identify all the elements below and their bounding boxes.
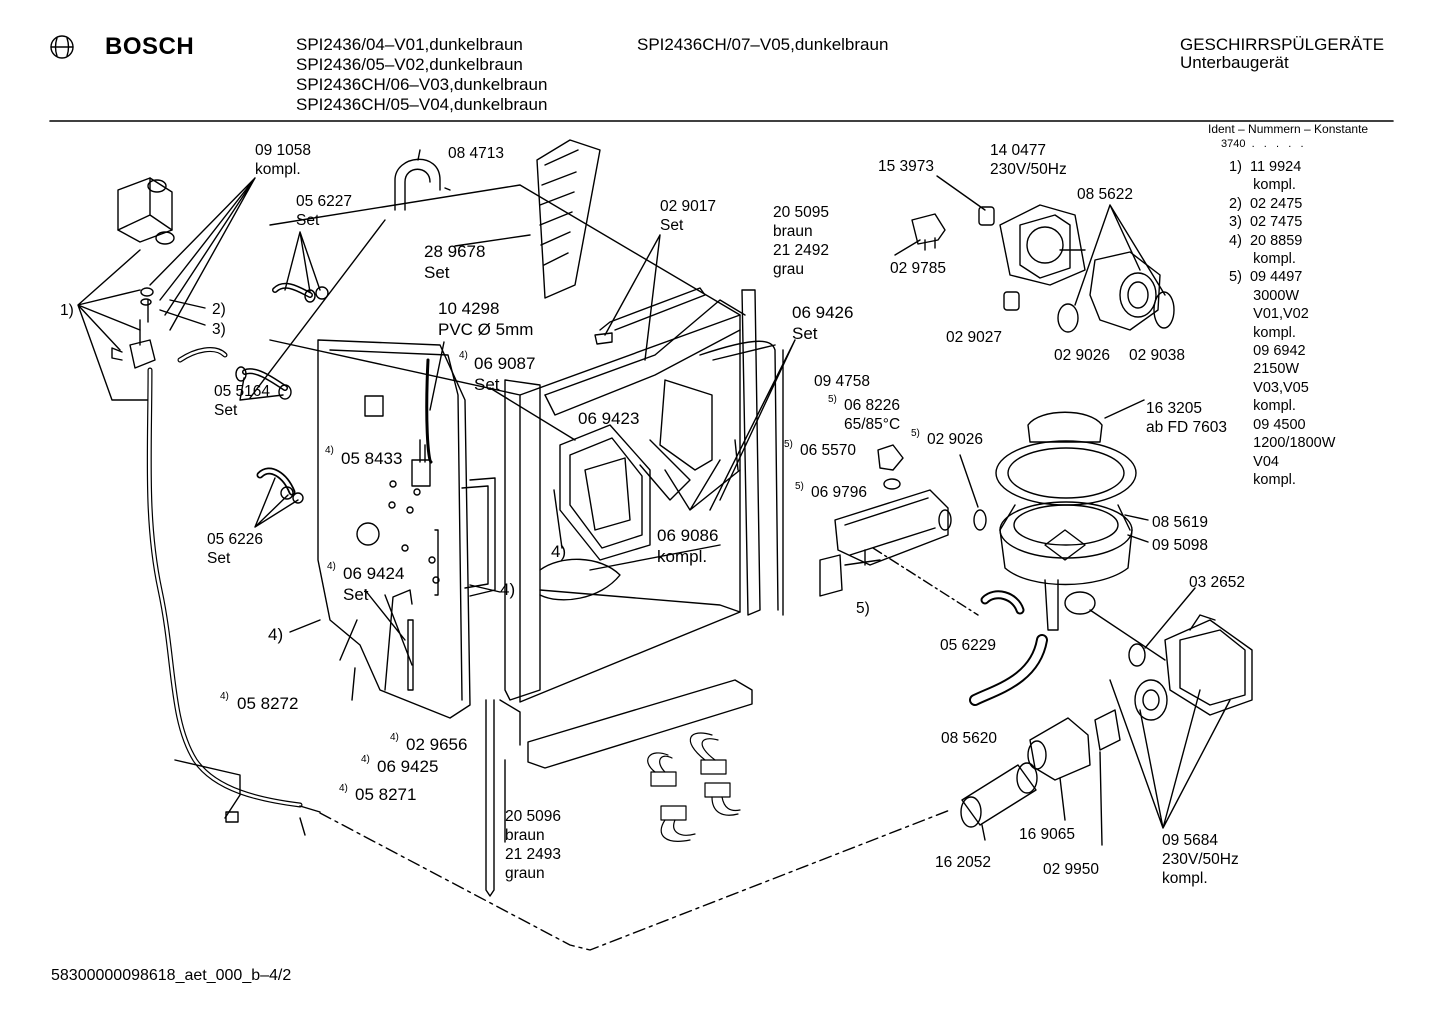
part-callout-029017: 02 9017 Set (660, 198, 717, 234)
footnote-marker: 4) (220, 691, 229, 702)
legend-line: 2) 02 2475 (1229, 195, 1303, 212)
footnote-marker: 4) (339, 783, 348, 794)
model-list: SPI2436/04–V01,dunkelbraun SPI2436/05–V0… (296, 36, 547, 113)
part-callout-069425: 06 9425 (377, 757, 439, 776)
footnote-marker: 4) (327, 561, 336, 572)
part-callout-104298: 10 4298 PVC Ø 5mm (438, 299, 534, 339)
part-callout-091058: 09 1058 kompl. (255, 142, 312, 178)
part-callout-069426: 06 9426 Set (792, 303, 854, 343)
part-callout-055164: 05 5164 Set (214, 383, 271, 419)
legend-line: 4) 20 8859 (1229, 232, 1303, 249)
category-title: GESCHIRRSPÜLGERÄTE (1180, 35, 1385, 54)
footnote-4: 4) (551, 542, 567, 561)
model-2: SPI2436/05–V02,dunkelbraun (296, 54, 523, 74)
part-callout-069796: 06 9796 (811, 484, 868, 501)
part-callout-085622: 08 5622 (1077, 186, 1134, 203)
part-callout-163205: 16 3205 ab FD 7603 (1146, 400, 1227, 436)
legend-line: kompl. (1229, 251, 1296, 268)
part-callout-029038: 02 9038 (1129, 347, 1186, 364)
footnote-marker: 5) (795, 481, 804, 492)
part-callout-069086: 06 9086 kompl. (657, 526, 719, 566)
part-callout-205095: 20 5095 braun 21 2492 grau (773, 204, 830, 278)
legend-line: 1200/1800W (1229, 435, 1336, 452)
footnote-1: 1) (60, 302, 74, 319)
part-callout-162052: 16 2052 (935, 854, 992, 871)
part-callout-153973: 15 3973 (878, 158, 935, 175)
part-callout-094758: 09 4758 (814, 373, 871, 390)
footnote-marker: 5) (828, 394, 837, 405)
legend-line: kompl. (1229, 324, 1296, 341)
legend-list: 1) 11 9924 kompl. 2) 02 2475 3) 02 7475 … (1229, 158, 1335, 489)
footnote-4: 4) (268, 625, 284, 644)
footnote-marker: 4) (390, 732, 399, 743)
footnote-marker: 5) (911, 428, 920, 439)
footnote-marker: 4) (325, 445, 334, 456)
part-callout-085619: 08 5619 (1152, 514, 1209, 531)
legend-line: kompl. (1229, 398, 1296, 415)
model-3: SPI2436CH/06–V03,dunkelbraun (296, 74, 548, 94)
subcategory-title: Unterbaugerät (1180, 53, 1289, 72)
document-code: 58300000098618_aet_000_b–4/2 (51, 967, 292, 984)
part-callout-058271: 05 8271 (355, 785, 417, 804)
part-callout-069424: 06 9424 Set (343, 564, 405, 604)
part-callout-069423: 06 9423 (578, 409, 640, 428)
part-callout-029656: 02 9656 (406, 735, 468, 754)
legend-line: V04 (1229, 453, 1279, 470)
legend-line: 5) 09 4497 (1229, 269, 1303, 286)
legend-line: 1) 11 9924 (1229, 159, 1302, 175)
part-callout-084713: 08 4713 (448, 145, 505, 162)
legend-line: V03,V05 (1229, 379, 1309, 396)
part-callout-065570: 06 5570 (800, 442, 857, 459)
part-callout-029785: 02 9785 (890, 260, 947, 277)
footnote-marker: 4) (361, 754, 370, 765)
legend-line: V01,V02 (1229, 306, 1309, 323)
part-callout-095684: 09 5684 230V/50Hz kompl. (1162, 832, 1239, 887)
legend-line: 3) 02 7475 (1229, 214, 1303, 231)
part-callout-058433: 05 8433 (341, 449, 403, 468)
part-callout-029950: 02 9950 (1043, 861, 1100, 878)
part-callout-140477: 14 0477 230V/50Hz (990, 142, 1067, 178)
legend-line: kompl. (1229, 177, 1296, 194)
part-callout-068226: 06 8226 65/85°C (844, 397, 901, 433)
legend-line: 3000W (1229, 287, 1300, 304)
part-callout-095098: 09 5098 (1152, 537, 1209, 554)
part-callout-056227: 05 6227 Set (296, 193, 353, 229)
footnote-2: 2) (212, 301, 226, 318)
footnote-3: 3) (212, 321, 226, 338)
part-callout-205096: 20 5096 braun 21 2493 graun (505, 808, 562, 882)
part-callout-085620: 08 5620 (941, 730, 998, 747)
model-4: SPI2436CH/05–V04,dunkelbraun (296, 94, 548, 114)
part-callout-029027: 02 9027 (946, 329, 1003, 346)
part-callout-289678: 28 9678 Set (424, 242, 486, 282)
part-callout-029026: 02 9026 (1054, 347, 1111, 364)
part-callout-056226: 05 6226 Set (207, 531, 264, 567)
legend-line: 09 6942 (1229, 343, 1306, 360)
footnote-marker: 5) (784, 439, 793, 450)
footnote-5: 5) (856, 600, 870, 617)
brand-logo-text: BOSCH (105, 33, 195, 60)
model-5: SPI2436CH/07–V05,dunkelbraun (637, 35, 889, 54)
legend-constant: 3740 . . . . . (1221, 138, 1304, 150)
part-callout-169065: 16 9065 (1019, 826, 1076, 843)
part-callout-056229: 05 6229 (940, 637, 997, 654)
footnote-4: 4) (500, 580, 516, 599)
part-callout-058272: 05 8272 (237, 694, 299, 713)
legend-line: 2150W (1229, 361, 1300, 378)
model-1: SPI2436/04–V01,dunkelbraun (296, 35, 523, 54)
footnote-marker: 4) (459, 350, 468, 361)
part-callout-032652: 03 2652 (1189, 574, 1246, 591)
part-callout-069087: 06 9087 Set (474, 354, 536, 394)
legend-line: kompl. (1229, 471, 1296, 488)
legend-line: 09 4500 (1229, 416, 1306, 433)
legend-title: Ident – Nummern – Konstante (1208, 122, 1369, 136)
part-callout-029026-b: 02 9026 (927, 431, 984, 448)
